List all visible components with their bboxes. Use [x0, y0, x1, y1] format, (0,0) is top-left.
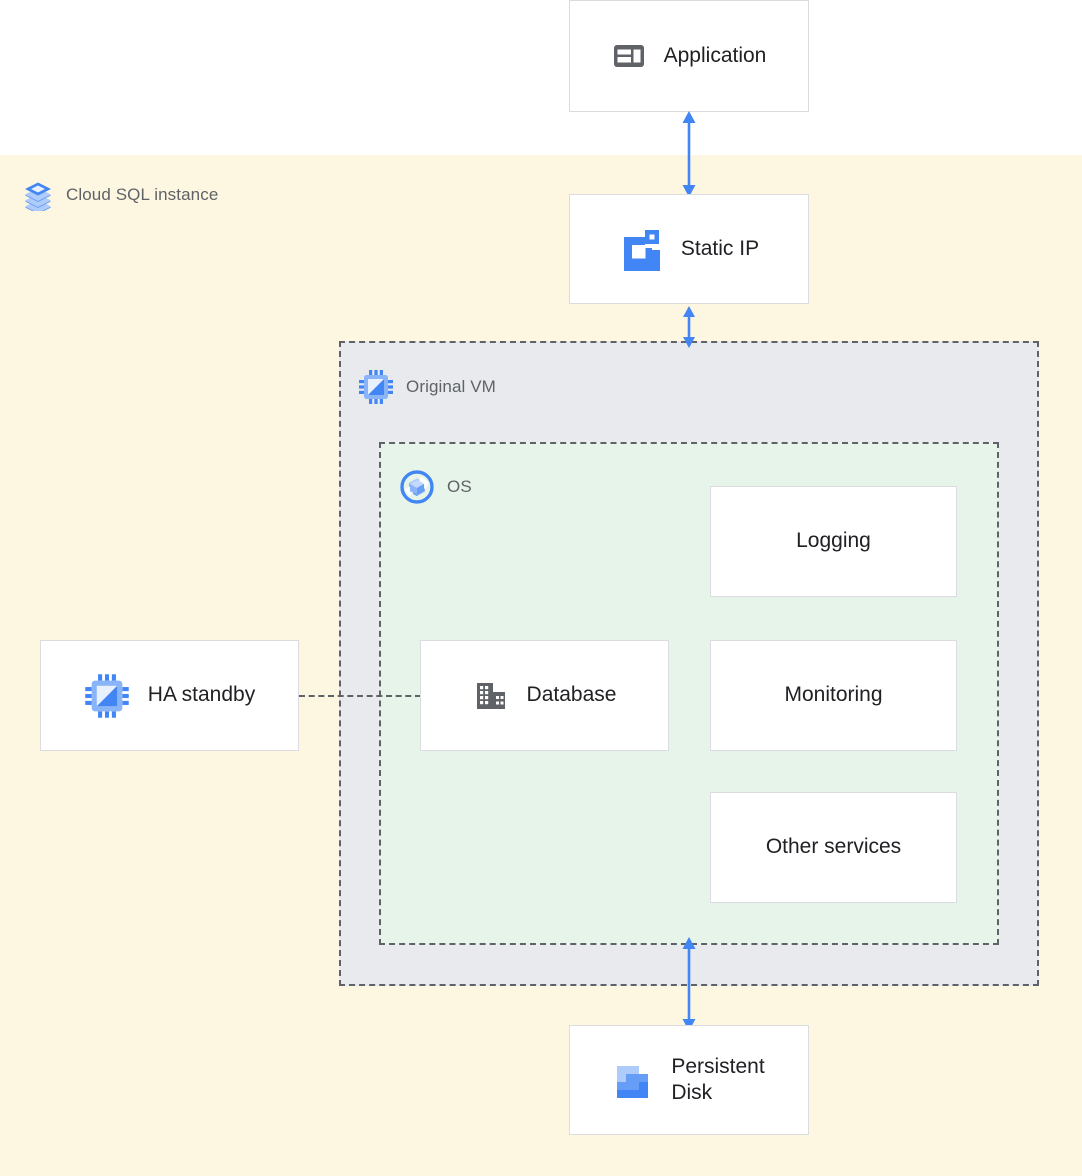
connector-ha-standby-to-database — [299, 695, 421, 697]
region-label-original-vm: Original VM — [358, 369, 496, 405]
arrow-os-to-persistent-disk — [682, 937, 696, 1031]
persistent-disk-steps-icon — [613, 1060, 653, 1100]
node-label: Static IP — [680, 236, 760, 260]
node-logging[interactable]: Logging — [710, 486, 957, 597]
arrow-static-ip-to-original-vm — [683, 306, 695, 348]
static-ip-square-icon — [619, 227, 663, 271]
node-label: Application — [663, 43, 767, 67]
application-window-icon — [612, 39, 646, 73]
node-label: Monitoring — [784, 683, 883, 707]
node-label: HA standby — [147, 683, 256, 707]
node-static-ip[interactable]: Static IP — [569, 194, 809, 304]
region-label-text: Original VM — [406, 377, 496, 396]
region-label-cloud-sql-instance: Cloud SQL instance — [22, 179, 219, 214]
cloud-sql-stacked-layers-icon — [22, 179, 54, 214]
arrow-application-to-static-ip — [682, 111, 696, 197]
node-label: Persistent Disk — [671, 1054, 765, 1104]
node-label: Other services — [765, 835, 902, 859]
region-label-os: OS — [399, 469, 472, 505]
node-label: Database — [526, 683, 617, 707]
os-circle-cube-icon — [399, 469, 435, 505]
node-label: Logging — [796, 529, 871, 553]
node-monitoring[interactable]: Monitoring — [710, 640, 957, 751]
cpu-chip-icon — [84, 673, 130, 719]
region-label-text: Cloud SQL instance — [66, 185, 219, 204]
node-application[interactable]: Application — [569, 0, 809, 112]
node-ha-standby[interactable]: HA standby — [40, 640, 299, 751]
node-persistent-disk[interactable]: Persistent Disk — [569, 1025, 809, 1135]
node-other-services[interactable]: Other services — [710, 792, 957, 903]
cpu-chip-icon — [358, 369, 394, 405]
node-database[interactable]: Database — [420, 640, 669, 751]
database-building-icon — [473, 678, 509, 714]
region-label-text: OS — [447, 477, 472, 496]
